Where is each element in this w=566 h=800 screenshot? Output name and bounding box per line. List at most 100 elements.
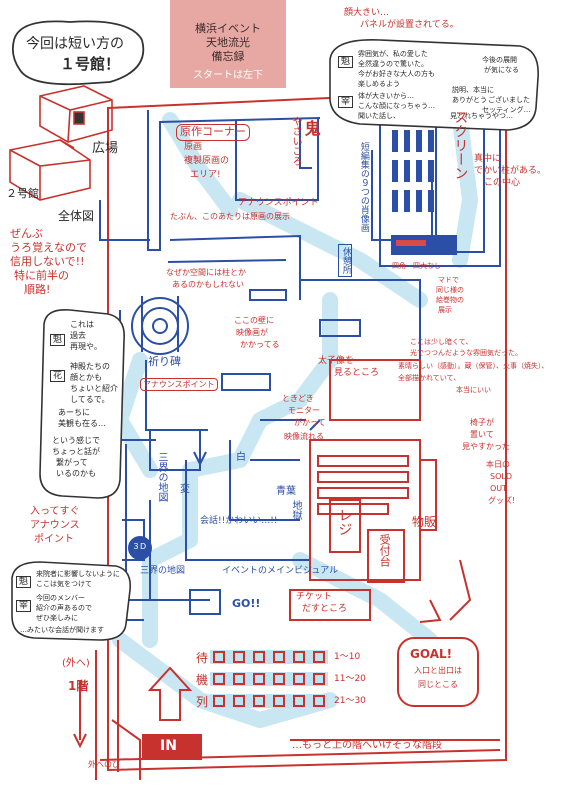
top-note-extra-4: ありがとう — [452, 96, 487, 104]
title-line-3: 備忘録 — [211, 50, 245, 63]
taiko-note-5: 本当にいい — [456, 386, 491, 394]
top-note-kai-text-4: 楽しめるよう — [358, 80, 400, 88]
aoba-label: 青葉 — [276, 486, 296, 497]
top-note-kai-text-1: 雰囲気が、私の愛した — [358, 50, 428, 58]
3d-badge — [128, 536, 152, 560]
register-label: レジ — [336, 508, 353, 536]
top-note-kai-tag: 魁 — [338, 56, 354, 69]
left-note-zenbu-1: ぜんぶ — [10, 227, 43, 240]
frames-note-3: 絵巻物の — [436, 296, 464, 304]
top-note-extra-5: ございました — [488, 96, 530, 104]
left-hana-note-6: 美観も在る… — [58, 419, 106, 428]
left-hana-note-2: 顔とかも — [70, 373, 102, 382]
announce-sai-text-2: 紹介の声あるので — [36, 604, 92, 612]
shiro-label: 白 — [236, 452, 246, 463]
top-note-extra-3: 説明、本当に — [452, 86, 494, 94]
queue-range-3: 21～30 — [334, 696, 366, 706]
monitor-note-2: モニター — [288, 406, 320, 415]
counter-label: 受付台 — [378, 534, 392, 567]
goal-note-2: 同じとこる — [418, 680, 458, 689]
left-note-zenbu-5: 順路! — [24, 283, 51, 296]
route-wash — [112, 112, 478, 728]
kaiwa-label: 会話!!かわいい…!! — [200, 516, 278, 526]
queue-label-3: 列 — [196, 695, 209, 709]
queue-range-1: 1～10 — [334, 652, 361, 662]
left-note-zenbu-4: 特に前半の — [14, 269, 69, 282]
frames-note-2: 同じ様の — [436, 286, 464, 294]
queue-range-2: 11～20 — [334, 674, 366, 684]
wall-note-1: ここの壁に — [234, 316, 274, 325]
top-note-kai-text-3: 今がお好きな大人の方も — [358, 70, 435, 78]
route-arrows — [193, 419, 321, 467]
announce-sai-text-1: 今回のメンバー — [36, 594, 85, 602]
title-line-1: 横浜イベント — [195, 22, 261, 35]
left-kai-note-6: 繋がって — [56, 458, 88, 467]
left-kai-note-1: これは — [70, 320, 94, 329]
pillar-note-1: なぜか空間には柱とか — [166, 268, 246, 277]
left-hana-tag: 花 — [50, 370, 66, 383]
rest-area-label: 休憩所 — [338, 244, 352, 277]
left-hana-note-5: あーちに — [58, 408, 90, 417]
pillar-note-2: あるのかもしれない — [172, 280, 244, 289]
top-note-extra-1: 今後の展開 — [482, 56, 517, 64]
ticket-label-2: だすところ — [302, 604, 348, 614]
prayer-monument — [131, 296, 189, 355]
screen-note-2: でかい柱がある。 — [474, 166, 547, 176]
frames-note-1: マドで — [438, 276, 459, 284]
entrance-label: IN — [160, 738, 177, 754]
stairs-side-label: 外へのび — [88, 760, 120, 769]
left-kai-note-4: という感じで — [52, 436, 100, 445]
stairs-label: …もっと上の階へいけそうな階段 — [292, 740, 442, 751]
announce-note-line-3: ポイント — [34, 534, 74, 545]
announce-point-1: アナウンスポイント — [238, 198, 319, 208]
3d-label: ３D — [132, 542, 147, 551]
goal-bubble — [397, 637, 479, 707]
soldout-line-2: SOLD — [490, 472, 512, 481]
left-kai-note-2: 過去 — [70, 331, 86, 340]
announce-point-2: アナウンスポイント — [140, 378, 218, 392]
oni-label: 鬼 — [301, 120, 321, 136]
screen-note-3: この中心 — [484, 178, 521, 188]
announce-note-line-1: 入ってすぐ — [30, 506, 80, 517]
outside-label: (外へ) — [62, 658, 90, 669]
announce-note-line-2: アナウンス — [30, 520, 80, 531]
ticket-label-1: チケット — [296, 592, 333, 602]
chair-note-2: 置いて — [470, 430, 494, 439]
announce-kai-text-2: ここは気をつけて — [36, 580, 92, 588]
frames-note-4: 展示 — [438, 306, 452, 314]
top-note-sai-text-2: こんな顔になっちゃう… — [358, 102, 435, 110]
top-note-sai-text-4: 見とれちゃうやつ… — [450, 112, 513, 120]
chair-note-1: 椅子が — [470, 418, 494, 427]
goal-label: GOAL! — [410, 647, 453, 661]
overview-label: 全体図 — [58, 209, 95, 223]
top-note-sai-text-3: 聞いた話し、 — [358, 112, 400, 120]
shop-area — [309, 359, 437, 583]
queue-label-1: 待 — [196, 651, 209, 665]
taiko-note-4: 全部描かれていて、 — [398, 374, 461, 382]
sanjiku-vertical: 三界の地図 — [156, 452, 167, 502]
portraits-label: 短編集の９つの肖像画 — [358, 142, 369, 232]
header-line-1: 今回は短い方の — [26, 36, 124, 52]
tsuji-label: 地獄 — [290, 500, 301, 520]
go-label: GO!! — [232, 597, 261, 610]
announce-sai-tag: 宰 — [16, 600, 32, 613]
announce-sai-text-4: …みたいな会話が聞けます — [20, 626, 104, 634]
left-note-zenbu-2: うろ覚えなので — [10, 241, 87, 254]
left-kai-tag: 魁 — [50, 334, 66, 347]
top-note-head-2: パネルが設置されてる。 — [360, 20, 459, 30]
title-start-note: スタートは左下 — [193, 70, 263, 81]
world-map-label: 三界の地図 — [140, 566, 186, 576]
top-note-kai-text-2: 全然違うので驚いた。 — [358, 60, 428, 68]
top-note-sai-tag: 宰 — [338, 96, 354, 109]
queue-label-2: 機 — [196, 673, 209, 687]
screen-note-1: 真中に — [474, 154, 502, 164]
hen-label: 変 — [180, 484, 190, 495]
floor-label: 1階 — [68, 679, 89, 693]
goods-label: 物販 — [412, 515, 437, 529]
left-kai-note-7: いるのかも — [56, 469, 96, 478]
header-line-2: １号館！ — [60, 55, 121, 73]
taiko-note-1: ここは少し暗くて、 — [410, 338, 473, 346]
event-main-visual: イベントのメインビジュアル — [222, 566, 339, 576]
prayer-monument-label: 祈り碑 — [148, 355, 181, 368]
